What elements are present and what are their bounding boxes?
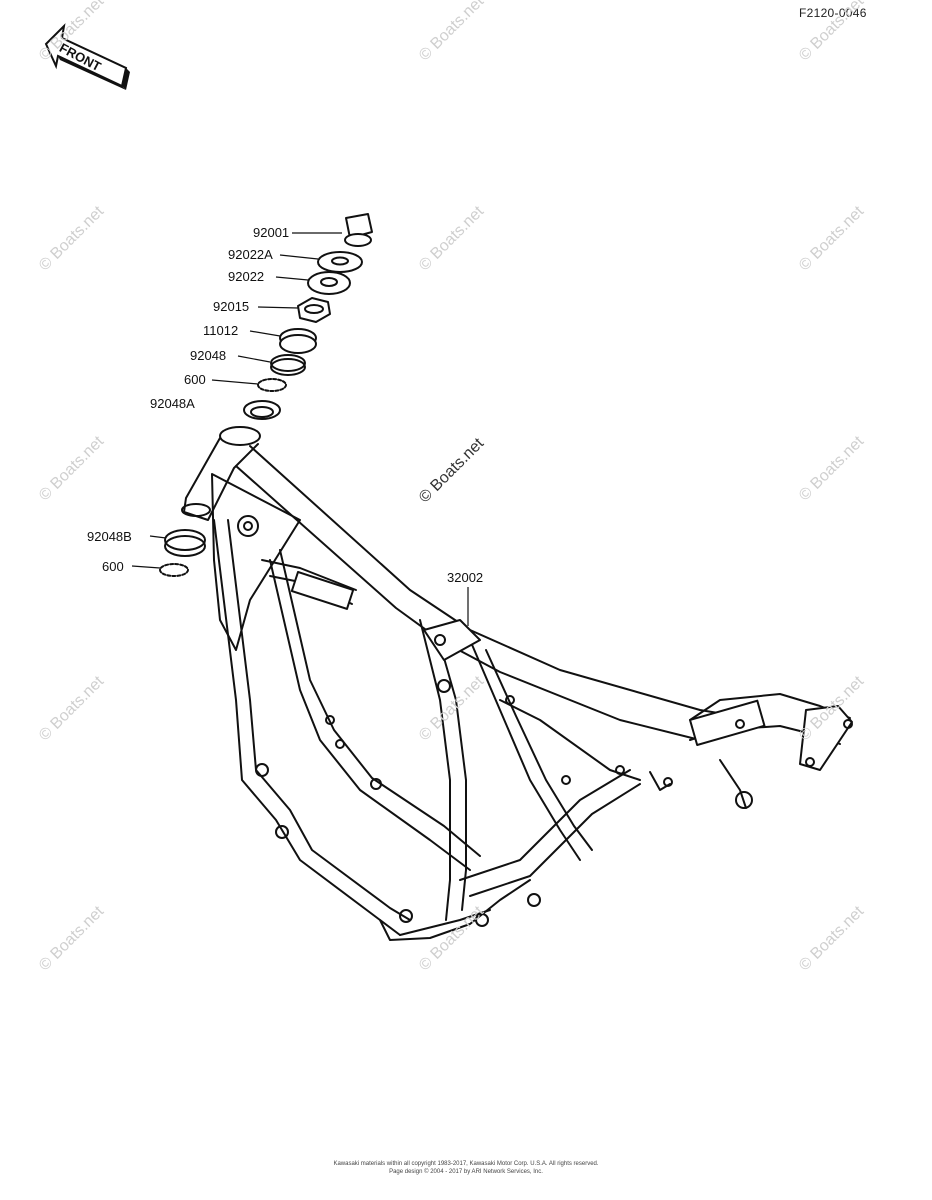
- copyright-line-2: Page design © 2004 - 2017 by ARI Network…: [389, 1169, 543, 1175]
- cap-nut-92001: [344, 213, 373, 247]
- balls-600-upper: [257, 378, 287, 392]
- race-92048A: [243, 400, 281, 420]
- part-label-92048a: 92048A: [150, 396, 195, 411]
- washer-92022: [307, 271, 351, 295]
- balls-600-lower: [159, 563, 189, 577]
- part-label-92015: 92015: [213, 299, 250, 314]
- part-label-600-lower: 600: [102, 559, 124, 574]
- part-label-11012: 11012: [203, 323, 239, 338]
- part-label-92048b: 92048B: [87, 529, 132, 544]
- part-label-92001: 92001: [253, 225, 290, 240]
- race-92048B: [164, 529, 206, 557]
- copyright-line-1: Kawasaki materials within all copyright …: [333, 1161, 599, 1167]
- document-code: F2120-0046: [799, 6, 867, 20]
- part-label-600-upper: 600: [184, 372, 206, 387]
- nut-92015: [297, 297, 331, 323]
- part-label-92022: 92022: [228, 269, 265, 284]
- part-label-92048: 92048: [190, 348, 227, 363]
- part-label-32002: 32002: [447, 570, 484, 585]
- race-92048: [270, 354, 306, 376]
- front-arrow-icon: [44, 23, 130, 90]
- washer-92022A: [317, 251, 363, 273]
- bearing-11012: [279, 328, 317, 354]
- part-label-92022a: 92022A: [228, 247, 273, 262]
